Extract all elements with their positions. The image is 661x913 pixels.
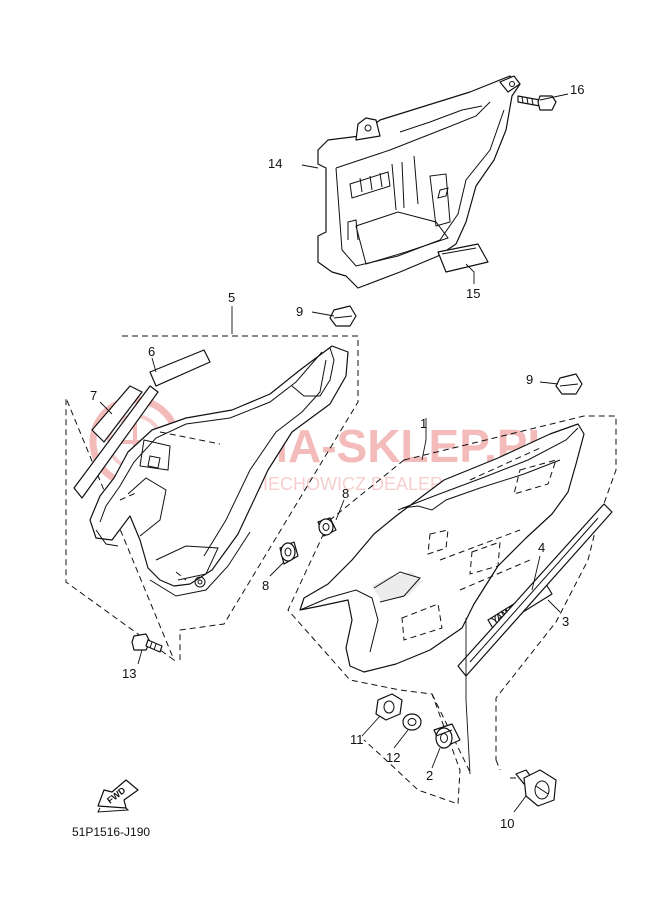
grommet-8a-part: [279, 541, 299, 565]
callout-15: 15: [466, 286, 480, 301]
grommet-2-part: [433, 723, 461, 749]
grommet-8b-part: [317, 517, 337, 537]
nut-11-part: [375, 693, 403, 721]
callout-1: 1: [420, 416, 427, 431]
stripe-3-part: [457, 503, 613, 677]
callout-12: 12: [386, 750, 400, 765]
clip-9b-part: [555, 373, 583, 395]
callout-6: 6: [148, 344, 155, 359]
callout-14: 14: [268, 156, 282, 171]
callout-9-left: 9: [296, 304, 303, 319]
callout-11: 11: [350, 732, 364, 747]
callouts: 1 2 3 4 5 6 7 8 8 9 9 10 11 12 13 14 15 …: [90, 82, 584, 831]
fastener-10-part: [510, 769, 557, 807]
callout-9-right: 9: [526, 372, 533, 387]
battery-box-part: [317, 75, 521, 289]
leader-lines: [99, 93, 569, 813]
callout-5: 5: [228, 290, 235, 305]
battery-pad-part: [437, 243, 489, 273]
bolt-13-part: [131, 633, 163, 653]
callout-2: 2: [426, 768, 433, 783]
clip-9a-part: [329, 305, 357, 327]
callout-16: 16: [570, 82, 584, 97]
left-cover-assembly: [65, 335, 359, 662]
callout-8-right: 8: [342, 486, 349, 501]
callout-13: 13: [122, 666, 136, 681]
right-cover-assembly: [287, 415, 617, 805]
callout-4: 4: [538, 540, 545, 555]
washer-12-part: [402, 713, 422, 731]
callout-7: 7: [90, 388, 97, 403]
callout-3: 3: [562, 614, 569, 629]
emblem-stripe-6-part: [73, 349, 211, 499]
emblem-stripe-7-part: [91, 385, 143, 443]
fwd-arrow: FWD: [97, 779, 139, 813]
reference-code: 51P1516-J190: [72, 825, 150, 839]
callout-8-left: 8: [262, 578, 269, 593]
callout-10: 10: [500, 816, 514, 831]
